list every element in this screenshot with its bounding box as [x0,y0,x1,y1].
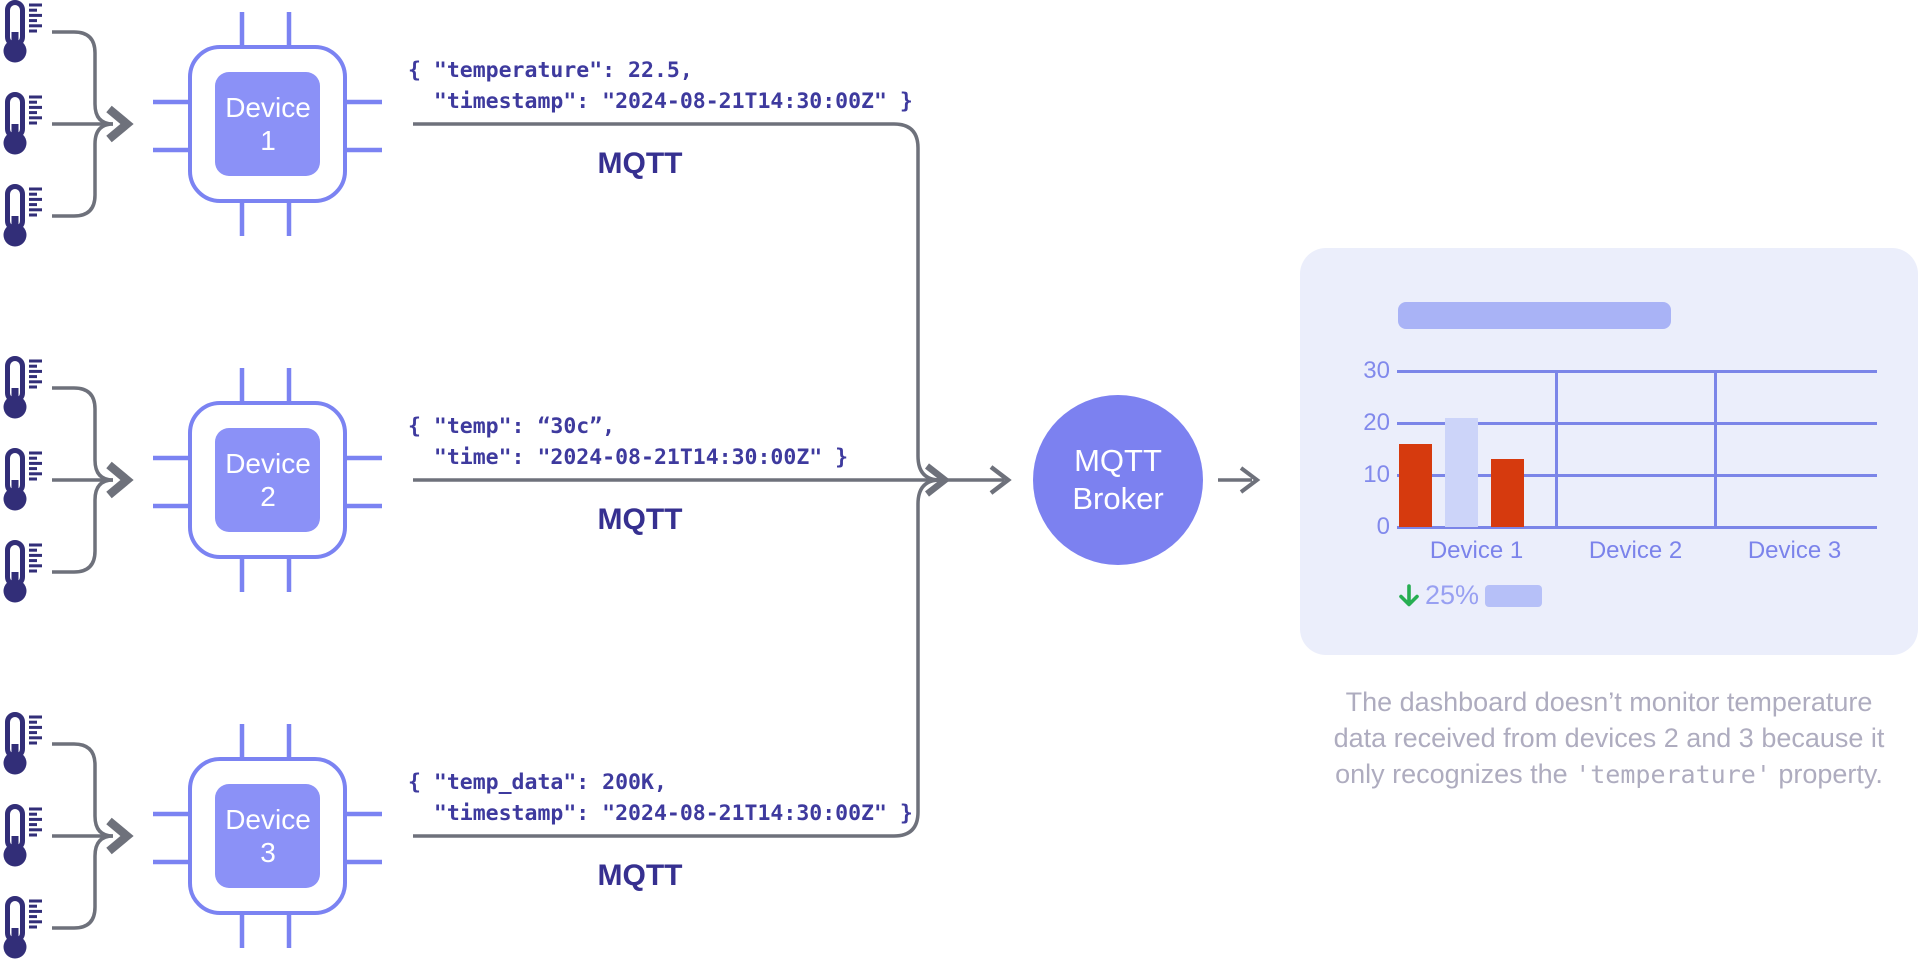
device-number: 2 [260,481,276,512]
thermometer-icon [4,899,43,959]
category-divider [1555,371,1558,529]
caption-line-3: only recognizes the 'temperature' proper… [1335,759,1883,789]
payload-line: "timestamp": "2024-08-21T14:30:00Z" } [408,801,913,826]
arrow-right-icon [1239,466,1261,494]
payload-line: "timestamp": "2024-08-21T14:30:00Z" } [408,89,913,114]
merge-arrow-icon [52,744,127,928]
thermometer-icon [4,359,43,419]
payload-line: { "temperature": 22.5, [408,58,693,83]
thermometer-icon [4,543,43,603]
device-name: Device [225,804,311,835]
bar [1445,417,1478,527]
code-token: 'temperature' [1575,760,1771,789]
device-1-json-payload: { "temperature": 22.5, "timestamp": "202… [408,55,913,117]
grid-line [1397,526,1877,529]
sensor-group-device-3 [4,715,128,959]
x-category-label: Device 1 [1429,537,1524,564]
sensor-group-device-1 [4,3,128,247]
thermometer-icon [4,715,43,775]
device-2-json-payload: { "temp": “30c”, "time": "2024-08-21T14:… [408,411,848,473]
payload-line: { "temp_data": 200K, [408,770,667,795]
y-tick-label: 0 [1376,513,1390,540]
grid-line [1397,474,1877,477]
payload-line: { "temp": “30c”, [408,414,616,439]
y-tick-label: 10 [1363,461,1390,488]
change-label-placeholder [1485,584,1543,607]
arrow-right-icon [989,465,1012,495]
connector-device-1 [413,122,941,482]
connector-device-3 [413,478,941,838]
protocol-label-device-1: MQTT [597,147,683,180]
change-value: 25% [1425,580,1480,610]
device-number: 3 [260,837,276,868]
device-1-label: Device 1 [215,72,321,176]
y-tick-label: 30 [1363,357,1390,384]
protocol-label-device-3: MQTT [597,859,683,892]
caption: The dashboard doesn’t monitor temperatur… [1300,684,1918,793]
y-tick-label: 20 [1363,409,1390,436]
grid-line [1397,422,1877,425]
device-3-json-payload: { "temp_data": 200K, "timestamp": "2024-… [408,767,913,829]
arrow-down-icon [1399,583,1419,606]
thermometer-icon [4,95,43,155]
broker-line-1: MQTT [1074,443,1162,478]
mqtt-broker-label: MQTT Broker [1033,395,1203,565]
caption-line-1: The dashboard doesn’t monitor temperatur… [1345,687,1873,717]
grid-line [1397,370,1877,373]
device-name: Device [225,92,311,123]
payload-line: "time": "2024-08-21T14:30:00Z" } [408,445,849,470]
device-number: 1 [260,125,276,156]
device-name: Device [225,448,311,479]
bar [1399,443,1432,527]
merge-arrow-icon [52,388,127,572]
merge-arrow-icon [52,32,127,216]
category-divider [1714,371,1717,529]
mqtt-broker-circle [1033,395,1203,565]
sensor-group-device-2 [4,359,128,603]
device-3-label: Device 3 [215,784,321,888]
broker-line-2: Broker [1072,481,1164,516]
caption-line-2: data received from devices 2 and 3 becau… [1333,723,1885,753]
bar [1491,459,1524,527]
thermometer-icon [4,187,43,247]
chart-title-placeholder [1398,302,1671,329]
change-badge: 25% [1398,580,1543,611]
protocol-label-device-2: MQTT [597,503,683,536]
x-category-label: Device 3 [1747,537,1842,564]
thermometer-icon [4,451,43,511]
device-2-label: Device 2 [215,428,321,532]
thermometer-icon [4,807,43,867]
thermometer-icon [4,3,43,63]
x-category-label: Device 2 [1588,537,1683,564]
